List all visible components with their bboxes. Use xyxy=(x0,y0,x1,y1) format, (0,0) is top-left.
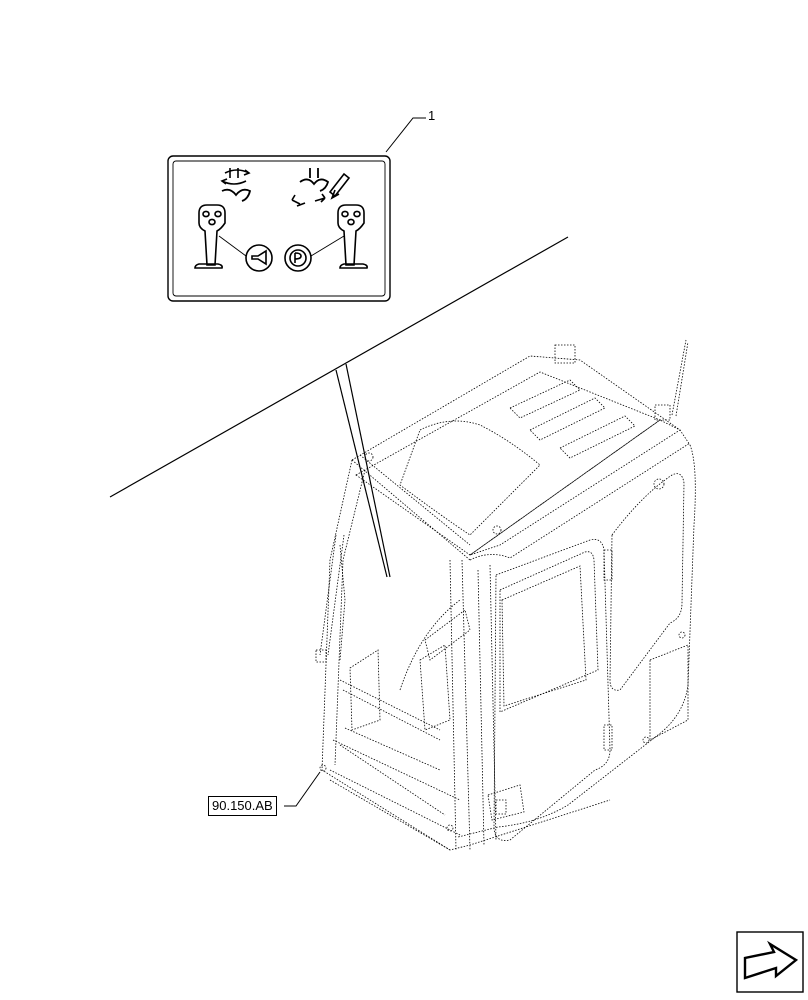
decal-location-leader xyxy=(109,236,569,578)
joystick-left-icon xyxy=(194,204,226,269)
next-page-arrow-icon[interactable] xyxy=(736,931,804,993)
operator-cab-drawing xyxy=(315,339,696,851)
reference-label[interactable]: 90.150.AB xyxy=(208,796,277,816)
bucket-icon xyxy=(221,188,252,202)
item-number-label: 1 xyxy=(428,108,436,123)
button-icon xyxy=(284,244,312,272)
arm-icon xyxy=(291,172,351,207)
horn-icon xyxy=(245,244,273,272)
joystick-right-icon xyxy=(337,204,368,269)
decal-panel xyxy=(167,155,391,302)
swing-icon xyxy=(220,168,251,185)
decal-leader-lines xyxy=(218,235,345,257)
boom-icon xyxy=(299,168,330,192)
item-leader-line xyxy=(385,117,426,153)
reference-leader-line xyxy=(284,771,321,807)
